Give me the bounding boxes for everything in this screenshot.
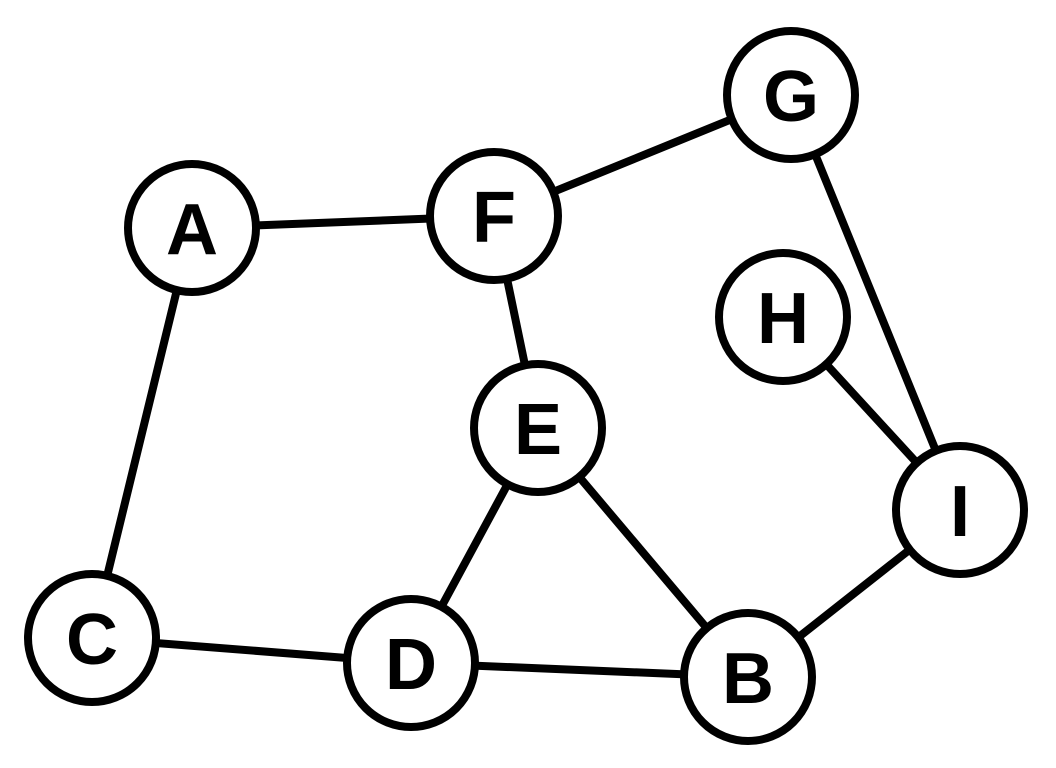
node-circle-h bbox=[715, 249, 851, 385]
node-circle-b bbox=[680, 609, 816, 745]
node-label-e: E bbox=[514, 390, 562, 470]
node-e: E bbox=[470, 360, 606, 496]
node-label-b: B bbox=[722, 639, 774, 719]
node-circle-c bbox=[24, 570, 160, 706]
node-f: F bbox=[426, 148, 562, 284]
node-g: G bbox=[723, 27, 859, 163]
node-circle-e bbox=[470, 360, 606, 496]
graph-nodes: A B C D E F G H I bbox=[24, 27, 1028, 745]
node-b: B bbox=[680, 609, 816, 745]
node-label-f: F bbox=[472, 178, 516, 258]
edge-a-c bbox=[88, 224, 196, 642]
node-label-a: A bbox=[166, 190, 218, 270]
node-h: H bbox=[715, 249, 851, 385]
node-circle-i bbox=[892, 442, 1028, 578]
node-a: A bbox=[124, 160, 260, 296]
node-label-i: I bbox=[950, 472, 970, 552]
node-c: C bbox=[24, 570, 160, 706]
node-circle-a bbox=[124, 160, 260, 296]
node-label-c: C bbox=[66, 600, 118, 680]
node-label-g: G bbox=[763, 57, 819, 137]
node-i: I bbox=[892, 442, 1028, 578]
node-circle-g bbox=[723, 27, 859, 163]
node-label-d: D bbox=[385, 625, 437, 705]
node-circle-f bbox=[426, 148, 562, 284]
node-circle-d bbox=[343, 595, 479, 731]
node-label-h: H bbox=[757, 279, 809, 359]
edge-g-i bbox=[787, 91, 964, 514]
node-d: D bbox=[343, 595, 479, 731]
